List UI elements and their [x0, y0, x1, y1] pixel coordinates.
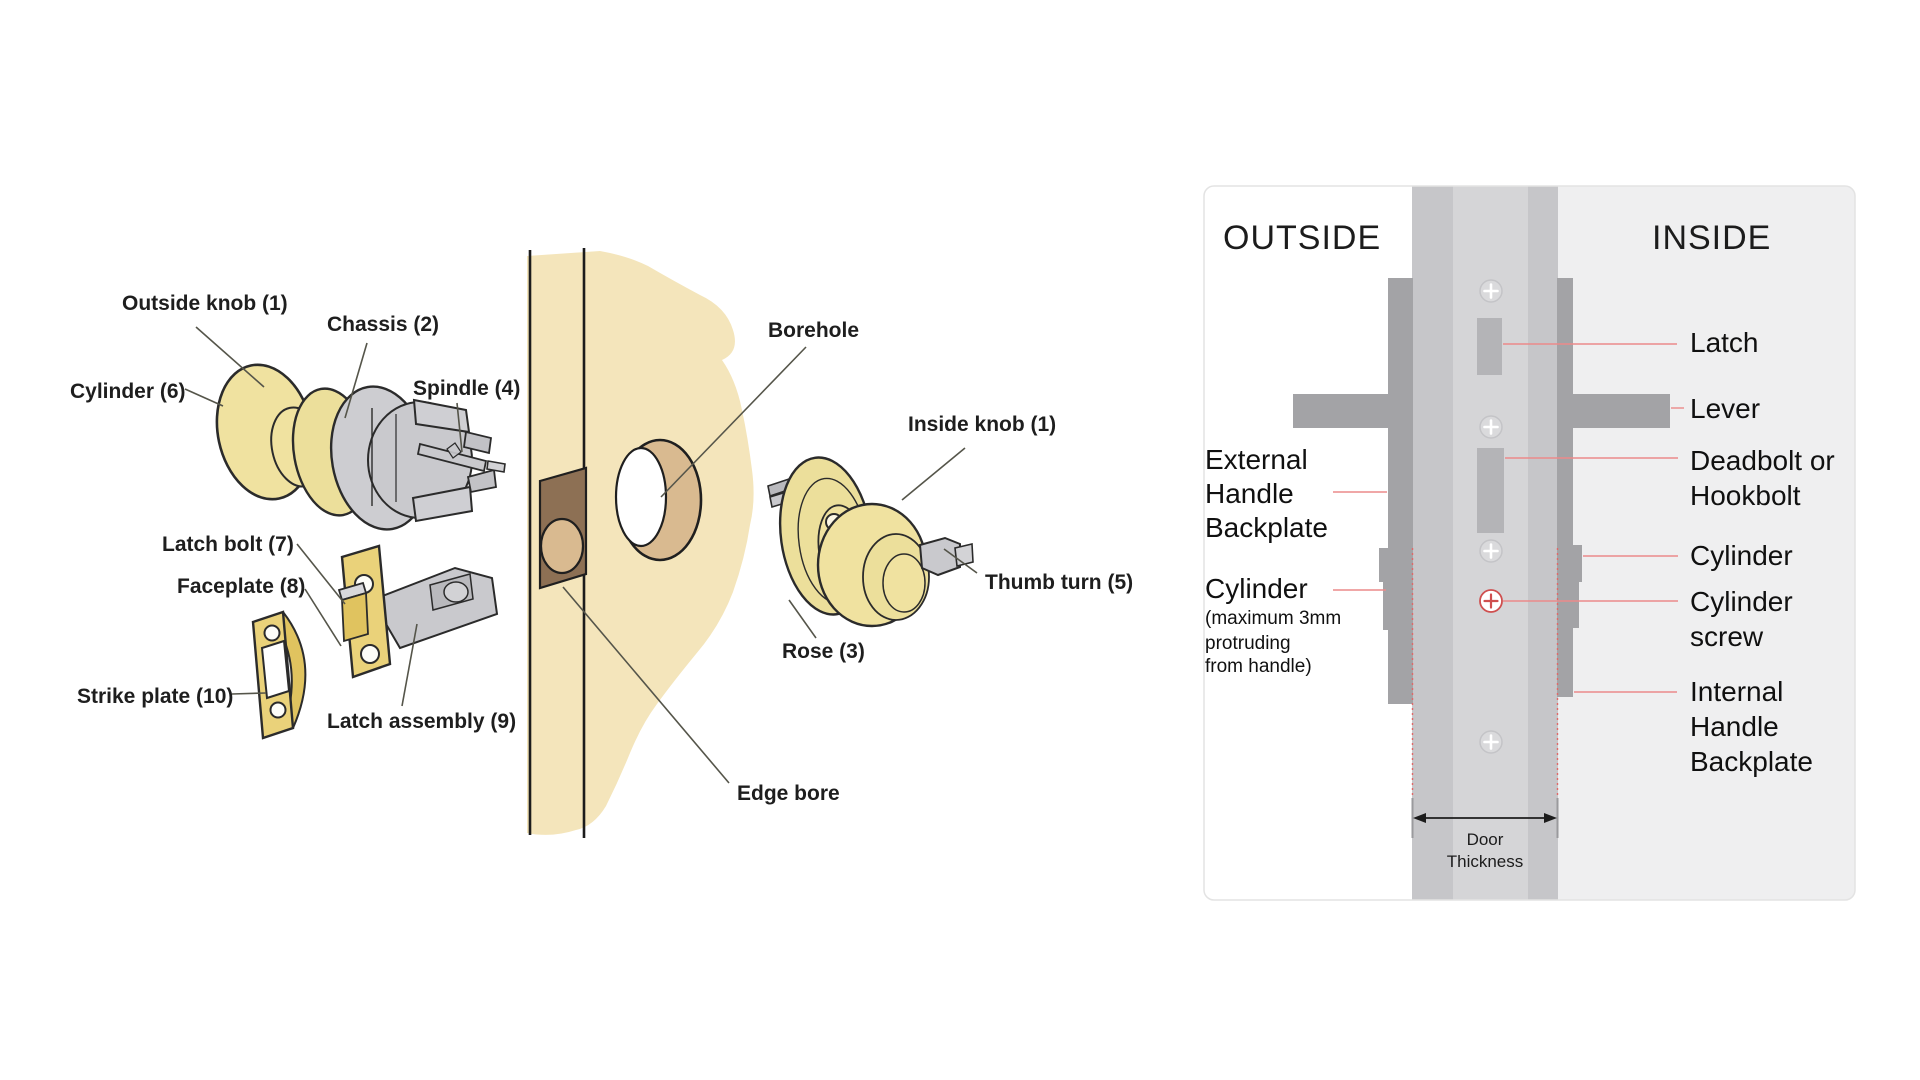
door-cross-section [1412, 186, 1558, 900]
label-thumb-turn: Thumb turn (5) [985, 571, 1133, 594]
label-external-backplate-line2: Handle [1205, 478, 1294, 509]
label-latch-assembly: Latch assembly (9) [327, 710, 516, 733]
exploded-knob-diagram: Outside knob (1) Chassis (2) Cylinder (6… [70, 248, 1133, 838]
cylinder-tab-outside-lower [1383, 548, 1389, 630]
label-strike-plate: Strike plate (10) [77, 685, 233, 708]
leader-strike-plate [231, 692, 267, 695]
label-external-backplate-line1: External [1205, 444, 1308, 475]
cross-section-diagram: Door Thickness OUTSIDE INSIDE Latch Leve… [1203, 185, 1856, 901]
label-cylinder-right: Cylinder [1690, 540, 1793, 571]
label-rose: Rose (3) [782, 640, 865, 663]
label-cylinder-note-line1: (maximum 3mm [1205, 608, 1341, 629]
deadbolt-rect [1477, 448, 1504, 533]
chassis-hex-bottom [466, 468, 497, 494]
strike-hole-bottom [269, 701, 287, 719]
label-internal-backplate-line1: Internal [1690, 676, 1783, 707]
exploded-diagram-labels: Outside knob (1) Chassis (2) Cylinder (6… [70, 292, 1133, 805]
cross-section-labels-right: Latch Lever Deadbolt or Hookbolt Cylinde… [1690, 327, 1835, 777]
latch-bolt-illustration [337, 581, 369, 643]
label-chassis: Chassis (2) [327, 313, 439, 336]
arrow-head-left [1413, 813, 1426, 823]
external-handle-backplate [1388, 278, 1413, 704]
lever-inside [1572, 394, 1670, 428]
leader-borehole [660, 346, 807, 498]
door-thickness-annotation: Door Thickness [1411, 548, 1559, 871]
label-latch: Latch [1690, 327, 1759, 358]
door-stile-inside [1528, 186, 1558, 900]
latch-body-hub [443, 581, 469, 603]
label-faceplate: Faceplate (8) [177, 575, 305, 598]
leader-outside-knob [195, 326, 265, 388]
leader-thumb-turn [943, 548, 978, 574]
leader-rose [788, 599, 817, 639]
label-latch-bolt: Latch bolt (7) [162, 533, 294, 556]
label-deadbolt-line2: Hookbolt [1690, 480, 1801, 511]
strike-hole-top [263, 624, 281, 642]
label-cylinder: Cylinder (6) [70, 380, 186, 403]
latch-assembly-illustration [337, 544, 499, 679]
label-edge-bore: Edge bore [737, 782, 840, 805]
inside-background [1557, 186, 1855, 900]
screws [1479, 279, 1503, 754]
label-outside-knob: Outside knob (1) [122, 292, 288, 315]
label-internal-backplate-line2: Handle [1690, 711, 1779, 742]
inside-knob-face-inner [882, 553, 926, 613]
label-spindle: Spindle (4) [413, 377, 520, 400]
leader-edge-bore [562, 586, 730, 784]
panel-border [1203, 185, 1856, 901]
cylinder-screw-icon [1479, 589, 1503, 613]
leader-cylinder [184, 388, 224, 407]
screw-icon [1479, 279, 1503, 303]
faceplate-hole-bottom [360, 644, 380, 664]
cross-section-leaders [1333, 343, 1684, 693]
label-cylinder-screw-line1: Cylinder [1690, 586, 1793, 617]
chassis-hex-top [463, 430, 492, 455]
leader-chassis [344, 342, 368, 419]
outside-knob-assembly [215, 363, 506, 531]
strike-center-hole [260, 639, 291, 700]
latch-rect [1477, 318, 1502, 375]
screw-icon [1479, 730, 1503, 754]
label-lever: Lever [1690, 393, 1760, 424]
edge-bore-illustration [538, 466, 588, 590]
outside-title: OUTSIDE [1223, 219, 1381, 257]
label-cylinder-note-line2: protruding [1205, 633, 1291, 654]
label-deadbolt-line1: Deadbolt or [1690, 445, 1835, 476]
cylinder-tab-inside-lower [1573, 545, 1579, 628]
internal-handle-backplate [1557, 278, 1573, 697]
inside-title: INSIDE [1652, 219, 1771, 257]
chassis-prong-bottom [411, 485, 474, 523]
label-inside-knob: Inside knob (1) [908, 413, 1056, 436]
spindle-rod [416, 442, 506, 473]
label-cylinder-left: Cylinder [1205, 573, 1308, 604]
door-panel-illustration [527, 248, 754, 838]
door-thickness-label-line2: Thickness [1447, 852, 1524, 871]
leader-faceplate [304, 588, 342, 647]
leader-latch-assembly [401, 623, 418, 707]
arrow-head-right [1544, 813, 1557, 823]
door-thickness-label-line1: Door [1467, 830, 1504, 849]
thumb-turn-illustration [918, 536, 974, 577]
leader-inside-knob [901, 447, 966, 501]
cross-section-labels-left: External Handle Backplate Cylinder (maxi… [1205, 444, 1341, 677]
lever-outside [1293, 394, 1389, 428]
inside-knob-assembly [767, 456, 974, 628]
label-cylinder-screw-line2: screw [1690, 621, 1764, 652]
screw-icon [1479, 539, 1503, 563]
label-cylinder-note-line3: from handle) [1205, 656, 1312, 677]
borehole-illustration [614, 438, 703, 562]
strike-plate-illustration [251, 610, 307, 740]
door-stile-outside [1412, 186, 1453, 900]
screw-icon [1479, 415, 1503, 439]
leader-spindle [456, 402, 463, 453]
label-borehole: Borehole [768, 319, 859, 342]
label-internal-backplate-line3: Backplate [1690, 746, 1813, 777]
label-external-backplate-line3: Backplate [1205, 512, 1328, 543]
lock-hardware [1293, 278, 1670, 704]
leader-latch-bolt [296, 543, 346, 605]
